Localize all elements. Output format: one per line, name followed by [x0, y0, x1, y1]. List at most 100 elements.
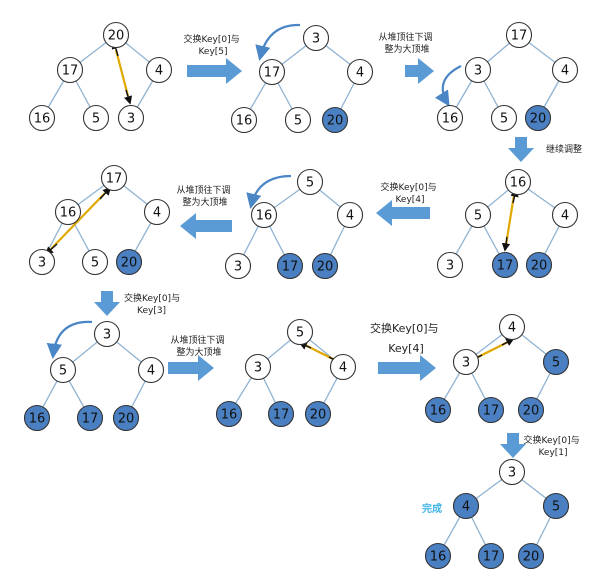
- block-arrow-right-2: [405, 58, 434, 84]
- tree-node-value: 17: [497, 259, 514, 274]
- tree-9-node-2: 5: [542, 348, 570, 376]
- tree-node-circle: [112, 404, 140, 432]
- tree-node-value: 16: [510, 176, 527, 191]
- tree-1-node-5: 3: [117, 104, 145, 132]
- tree-node-value: 20: [317, 260, 334, 275]
- tree-node-circle: [504, 168, 532, 196]
- tree-node-value: 17: [483, 404, 500, 419]
- tree-node-circle: [28, 104, 56, 132]
- tree-node-value: 17: [264, 66, 281, 81]
- tree-6-node-5: 20: [525, 251, 553, 279]
- tree-node-circle: [215, 400, 243, 428]
- tree-2-node-3: 16: [230, 106, 258, 134]
- tree-node-circle: [525, 251, 553, 279]
- tree-node-circle: [452, 348, 480, 376]
- tree-1-node-0: 20: [102, 21, 130, 49]
- tree-4-node-0: 17: [100, 164, 128, 192]
- tree-8-node-1: 3: [244, 353, 272, 381]
- tree-6-node-3: 3: [436, 251, 464, 279]
- tree-node-circle: [49, 356, 77, 384]
- tree-3-node-2: 4: [551, 56, 579, 84]
- tree-node-circle: [82, 104, 110, 132]
- label-swap-0-3: 交换Key[0]与 Key[3]: [124, 292, 183, 316]
- tree-node-circle: [551, 201, 579, 229]
- block-arrow-down-1: [508, 137, 534, 162]
- tree-10-node-1: 4: [452, 492, 480, 520]
- tree-node-value: 5: [552, 356, 560, 371]
- tree-node-circle: [284, 106, 312, 134]
- tree-node-value: 20: [121, 256, 138, 271]
- tree-node-circle: [244, 353, 272, 381]
- tree-5-node-4: 17: [276, 252, 304, 280]
- swap-arrow-3: [44, 186, 112, 256]
- tree-8-node-5: 20: [304, 400, 332, 428]
- block-arrow-left-2: [180, 213, 232, 239]
- tree-3-node-4: 5: [490, 104, 518, 132]
- tree-node-value: 16: [221, 408, 238, 423]
- label-done: 完成: [422, 502, 442, 515]
- tree-node-circle: [336, 201, 364, 229]
- swap-arrow-2: [501, 188, 519, 252]
- block-arrow-left-1: [376, 200, 430, 226]
- tree-node-circle: [250, 201, 278, 229]
- label-adjust-1: 从堆顶往下调 整为大顶堆: [379, 31, 436, 55]
- tree-7-node-5: 20: [112, 404, 140, 432]
- tree-node-circle: [23, 404, 51, 432]
- tree-node-value: 3: [508, 466, 516, 481]
- tree-node-value: 17: [82, 412, 99, 427]
- tree-node-value: 20: [108, 29, 125, 44]
- tree-4-node-2: 4: [143, 198, 171, 226]
- tree-node-circle: [311, 252, 339, 280]
- tree-5-node-3: 3: [224, 252, 252, 280]
- tree-node-circle: [76, 404, 104, 432]
- tree-node-value: 4: [508, 321, 516, 336]
- tree-node-value: 4: [155, 64, 163, 79]
- tree-node-value: 3: [234, 260, 242, 275]
- tree-node-value: 20: [327, 114, 344, 129]
- label-swap-0-1: 交换Key[0]与 Key[1]: [524, 434, 583, 458]
- tree-1-node-1: 17: [56, 56, 84, 84]
- tree-6-node-4: 17: [491, 251, 519, 279]
- tree-9-node-4: 17: [477, 396, 505, 424]
- tree-node-circle: [490, 104, 518, 132]
- tree-node-circle: [81, 248, 109, 276]
- tree-node-circle: [346, 58, 374, 86]
- tree-6-node-1: 5: [464, 201, 492, 229]
- tree-7-node-0: 3: [93, 320, 121, 348]
- tree-node-value: 3: [103, 328, 111, 343]
- tree-node-value: 3: [38, 256, 46, 271]
- tree-9-node-3: 16: [424, 396, 452, 424]
- tree-10-node-2: 5: [542, 492, 570, 520]
- tree-node-circle: [505, 21, 533, 49]
- label-swap-0-4b: 交换Key[0]与 Key[4]: [370, 321, 442, 355]
- tree-node-value: 20: [523, 550, 540, 565]
- tree-3-node-1: 3: [464, 56, 492, 84]
- tree-7-node-3: 16: [23, 404, 51, 432]
- tree-9-node-0: 4: [498, 313, 526, 341]
- tree-node-circle: [286, 318, 314, 346]
- tree-node-value: 16: [34, 112, 51, 127]
- tree-9-node-5: 20: [517, 396, 545, 424]
- tree-node-circle: [477, 542, 505, 570]
- tree-5-node-2: 4: [336, 201, 364, 229]
- block-arrow-down-2: [94, 291, 120, 316]
- tree-node-value: 16: [430, 550, 447, 565]
- tree-node-value: 4: [346, 209, 354, 224]
- tree-node-value: 20: [118, 412, 135, 427]
- tree-node-circle: [304, 400, 332, 428]
- tree-node-circle: [302, 24, 330, 52]
- curve-arrow-3: [246, 174, 292, 209]
- tree-3-node-0: 17: [505, 21, 533, 49]
- tree-node-value: 4: [153, 206, 161, 221]
- tree-node-circle: [224, 252, 252, 280]
- tree-node-circle: [436, 251, 464, 279]
- tree-3-node-3: 16: [436, 104, 464, 132]
- tree-node-value: 5: [306, 176, 314, 191]
- tree-node-value: 20: [531, 259, 548, 274]
- tree-node-circle: [115, 248, 143, 276]
- label-swap-0-4a: 交换Key[0]与 Key[4]: [381, 181, 440, 205]
- labels-layer: 交换Key[0]与 Key[5] 从堆顶往下调 整为大顶堆 继续调整 交换Key…: [124, 31, 582, 515]
- tree-node-value: 17: [483, 550, 500, 565]
- tree-node-value: 20: [310, 408, 327, 423]
